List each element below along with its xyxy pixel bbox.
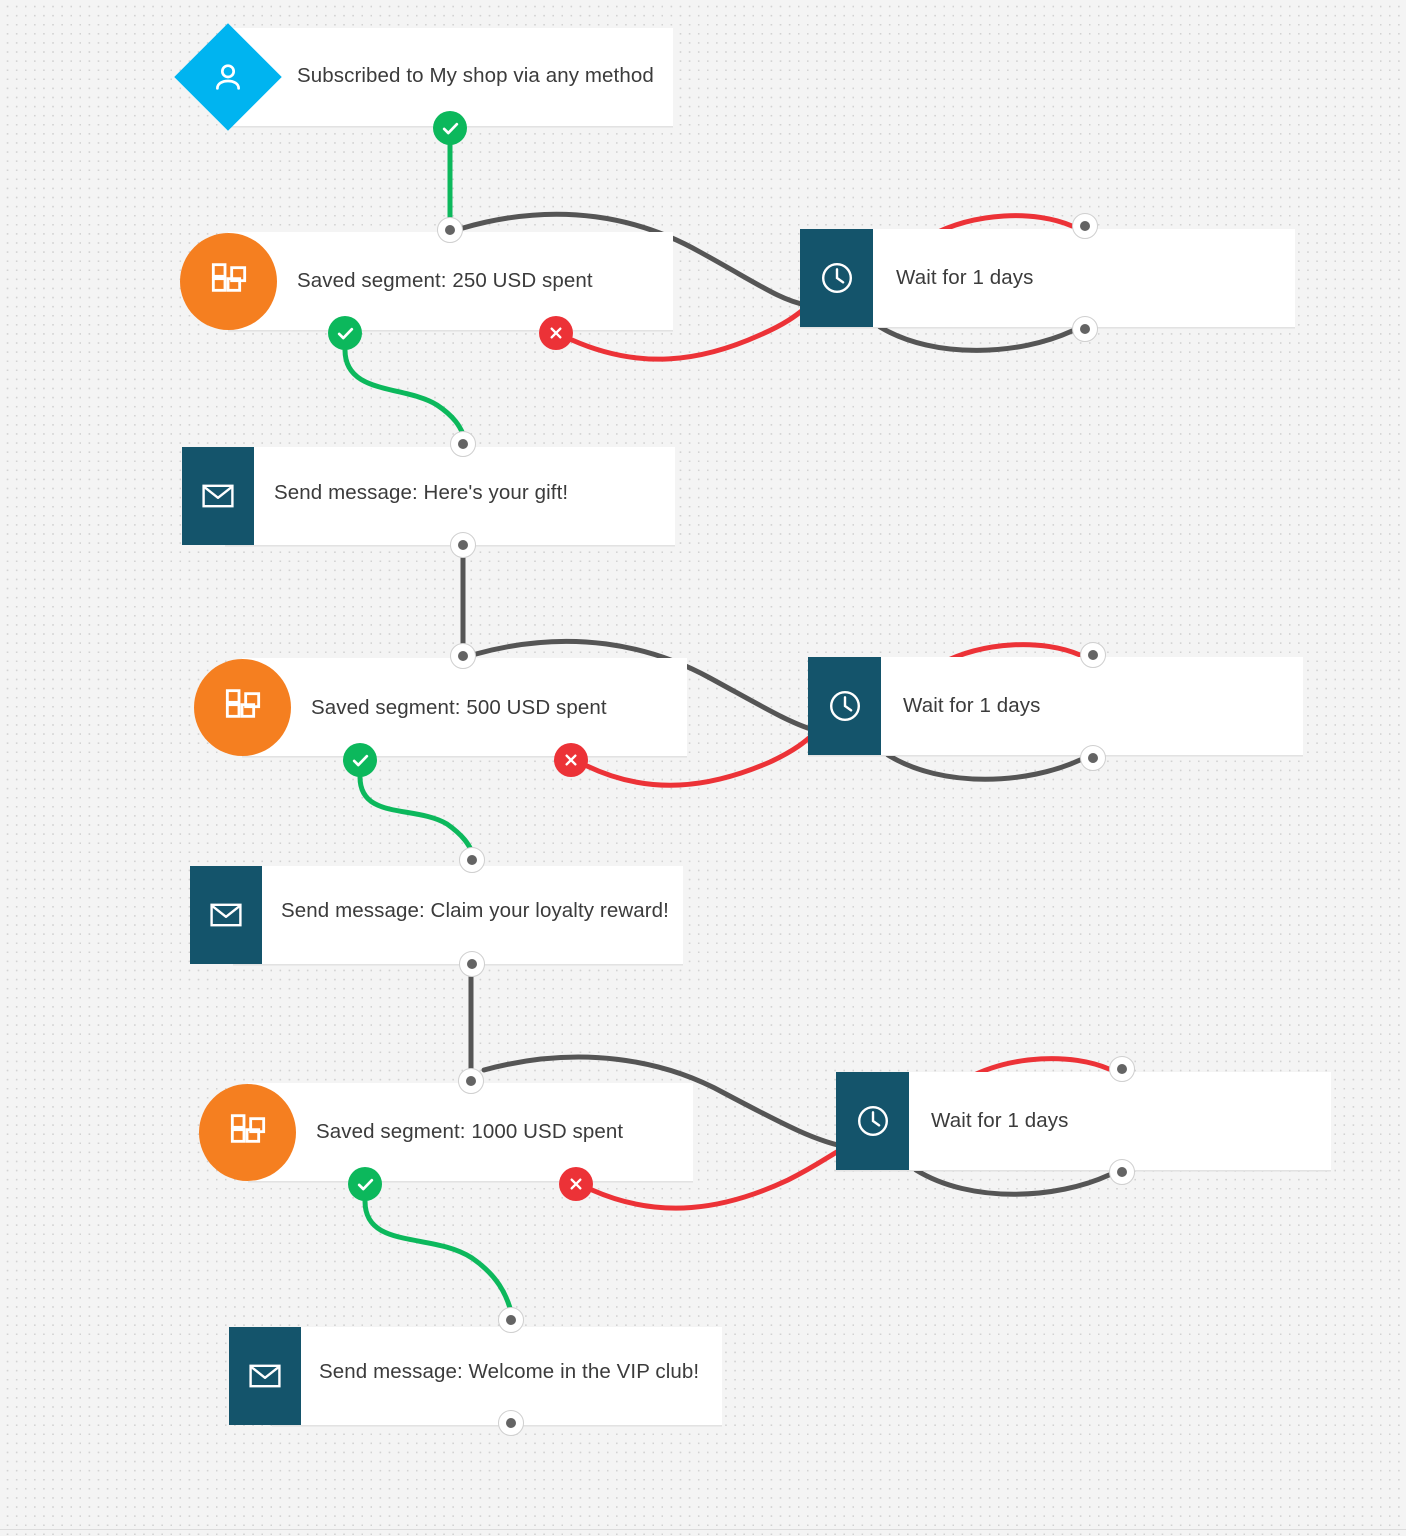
node-card-segment-1000[interactable] (248, 1083, 693, 1182)
port-in-segment-500[interactable] (450, 643, 476, 669)
branch-badge-yes-segment-1000[interactable] (348, 1167, 382, 1201)
clock-icon (836, 1072, 909, 1170)
port-out-message-loyalty[interactable] (459, 951, 485, 977)
node-label-message-vip: Send message: Welcome in the VIP club! (319, 1360, 700, 1383)
port-in-segment-250[interactable] (437, 217, 463, 243)
node-card-wait-3[interactable] (836, 1072, 1331, 1171)
segment-icon (194, 659, 291, 756)
node-label-wait-2: Wait for 1 days (903, 694, 1041, 717)
node-label-wait-3: Wait for 1 days (931, 1109, 1069, 1132)
port-out-bottom-wait-3[interactable] (1109, 1159, 1135, 1185)
node-label-message-gift: Send message: Here's your gift! (274, 481, 569, 504)
node-card-segment-500[interactable] (242, 658, 687, 757)
branch-badge-yes-trigger[interactable] (433, 111, 467, 145)
link-segment250-yes-to-gift (342, 347, 466, 437)
port-out-message-vip[interactable] (498, 1410, 524, 1436)
node-label-trigger: Subscribed to My shop via any method (297, 64, 654, 87)
clock-icon (800, 229, 873, 327)
clock-icon (808, 657, 881, 755)
port-out-bottom-wait-1[interactable] (1072, 316, 1098, 342)
node-card-message-vip[interactable] (272, 1327, 722, 1426)
segment-icon (180, 233, 277, 330)
port-in-message-loyalty[interactable] (459, 847, 485, 873)
port-out-message-gift[interactable] (450, 532, 476, 558)
node-label-segment-250: Saved segment: 250 USD spent (297, 269, 593, 292)
link-wait1-bottom-loop (877, 324, 1075, 353)
port-in-message-vip[interactable] (498, 1307, 524, 1333)
node-label-wait-1: Wait for 1 days (896, 266, 1034, 289)
branch-badge-yes-segment-250[interactable] (328, 316, 362, 350)
envelope-icon (190, 866, 262, 964)
link-wait2-bottom-loop (885, 752, 1083, 782)
link-wait3-bottom-loop (913, 1167, 1112, 1197)
node-card-wait-2[interactable] (808, 657, 1303, 756)
node-card-message-loyalty[interactable] (233, 866, 683, 965)
envelope-icon (229, 1327, 301, 1425)
node-label-message-loyalty: Send message: Claim your loyalty reward! (281, 899, 669, 922)
branch-badge-no-segment-1000[interactable] (559, 1167, 593, 1201)
segment-icon (199, 1084, 296, 1181)
user-icon (174, 23, 282, 131)
link-segment1000-yes-to-vip (362, 1198, 513, 1311)
canvas-bottom-rule (0, 1529, 1406, 1530)
port-out-bottom-wait-2[interactable] (1080, 745, 1106, 771)
envelope-icon (182, 447, 254, 545)
port-out-top-wait-1[interactable] (1072, 213, 1098, 239)
link-segment500-yes-to-loyalty (357, 774, 475, 855)
port-in-message-gift[interactable] (450, 431, 476, 457)
port-in-segment-1000[interactable] (458, 1068, 484, 1094)
node-card-segment-250[interactable] (228, 232, 673, 331)
port-out-top-wait-2[interactable] (1080, 642, 1106, 668)
node-card-wait-1[interactable] (800, 229, 1295, 328)
node-label-segment-1000: Saved segment: 1000 USD spent (316, 1120, 624, 1143)
branch-badge-yes-segment-500[interactable] (343, 743, 377, 777)
branch-badge-no-segment-250[interactable] (539, 316, 573, 350)
branch-badge-no-segment-500[interactable] (554, 743, 588, 777)
port-out-top-wait-3[interactable] (1109, 1056, 1135, 1082)
node-label-segment-500: Saved segment: 500 USD spent (311, 696, 607, 719)
